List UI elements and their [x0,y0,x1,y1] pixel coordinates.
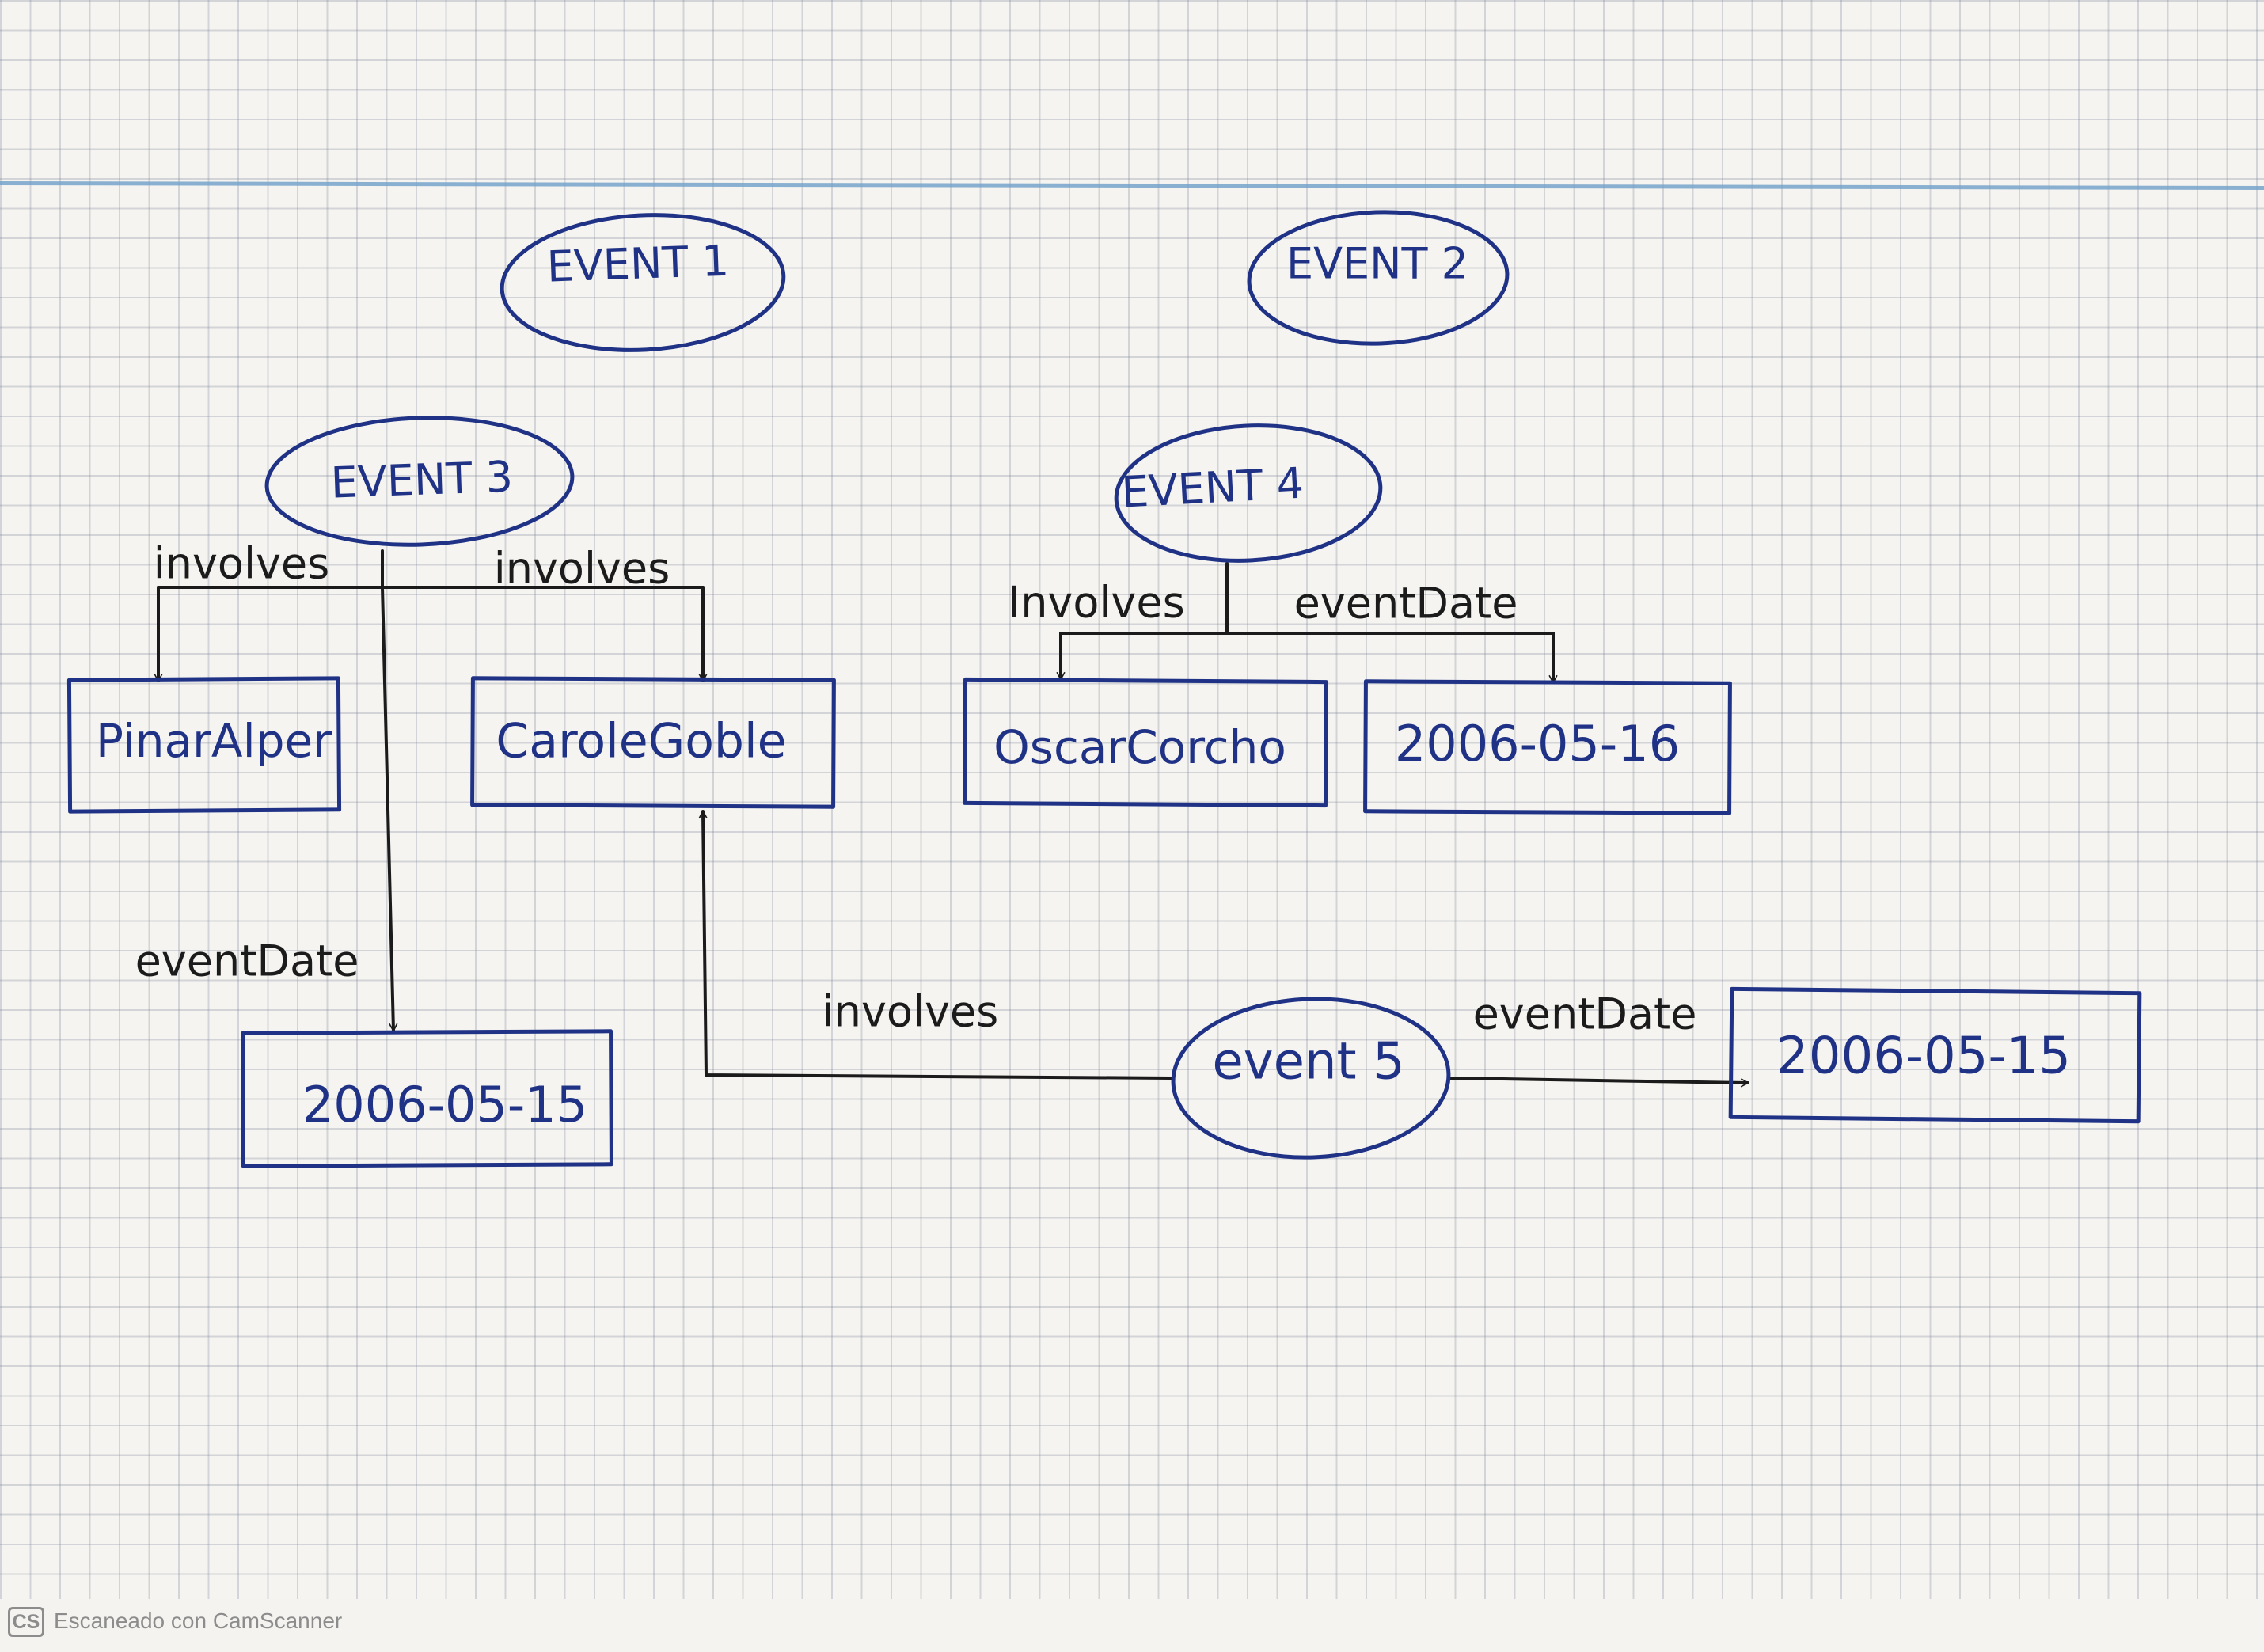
event4-ellipse [1114,423,1383,563]
date-e5-label: 2006-05-15 [1776,1027,2071,1086]
edge-label-e3-date: eventDate [135,936,359,986]
date-e4-label: 2006-05-16 [1395,715,1680,773]
edge-label-e5-date: eventDate [1473,989,1697,1039]
edge-label-e3-pinar: involves [154,539,330,589]
event3-ellipse [264,416,575,547]
footer-bar [0,1599,2264,1652]
camscanner-logo: CS [8,1607,44,1637]
event1-ellipse [500,213,786,352]
event1-label: EVENT 1 [546,236,730,292]
edge-label-e3-carole: involves [494,544,670,594]
event2-label: EVENT 2 [1286,239,1468,289]
edge-arrow-e3-date [381,586,393,1032]
edge-label-e4-date: eventDate [1294,579,1518,629]
event3-label: EVENT 3 [330,452,514,508]
edge-arrow-e5-carole [703,810,1173,1080]
edge-arrow-e5-date [1449,1077,1749,1083]
carole-box [470,676,836,809]
date-e3-box [241,1029,613,1168]
edge-label-e5-carole: involves [822,987,999,1037]
carole-label: CaroleGoble [496,714,786,769]
event4-label: EVENT 4 [1120,458,1305,518]
pinar-box [66,676,342,814]
watermark-text: Escaneado con CamScanner [54,1608,343,1633]
date-e3-label: 2006-05-15 [302,1076,587,1134]
oscar-label: OscarCorcho [993,720,1286,774]
edge-label-e4-oscar: Involves [1008,578,1184,628]
oscar-box [962,677,1329,808]
event5-label: event 5 [1212,1033,1404,1092]
date-e5-box [1728,986,2142,1124]
date-e4-box [1363,679,1732,815]
event2-ellipse [1247,210,1510,346]
diagram-canvas: EVENT 1 EVENT 2 EVENT 3 EVENT 4 event 5 … [66,210,2142,1168]
pinar-label: PinarAlper [96,714,332,768]
event5-ellipse [1171,997,1451,1160]
grid-paper [0,0,2264,1599]
